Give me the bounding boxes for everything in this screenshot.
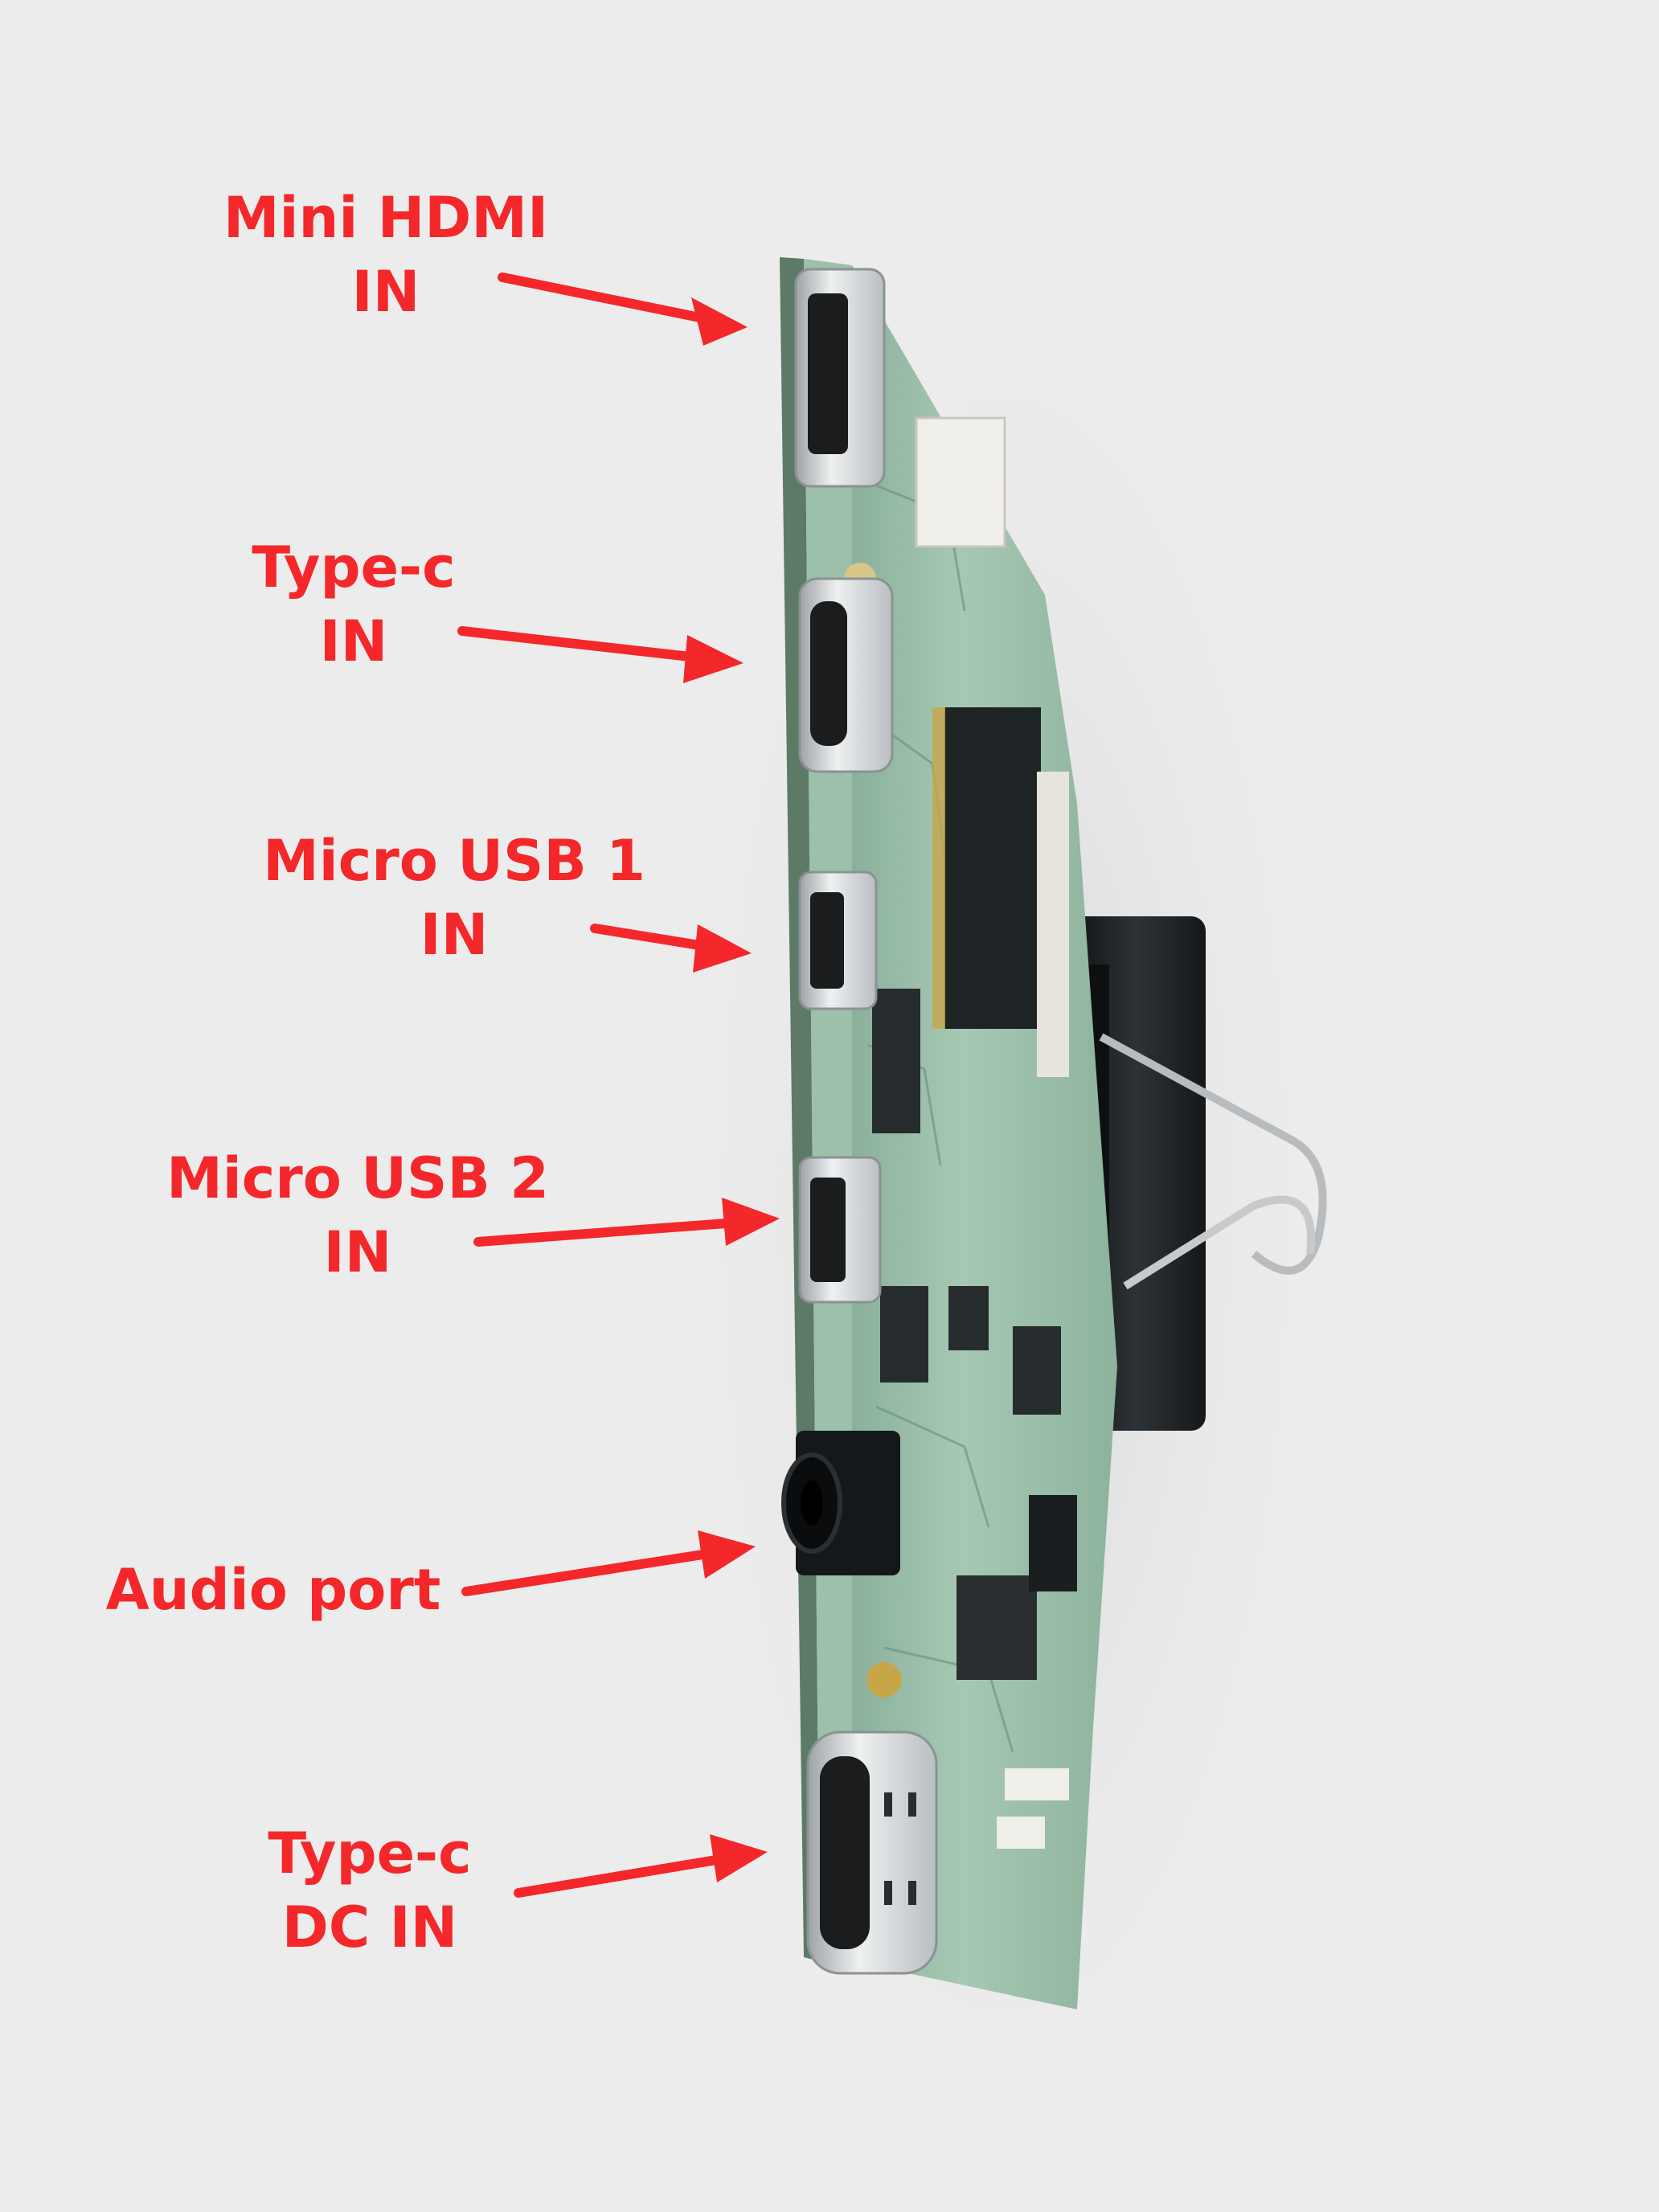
label-micro-usb-1-line2: IN bbox=[420, 902, 489, 968]
label-mini-hdmi-line2: IN bbox=[351, 259, 420, 325]
type-c-dc-in-port bbox=[806, 1731, 938, 1975]
label-micro-usb-1-in: Micro USB 1 IN bbox=[213, 824, 695, 972]
label-micro-usb-2-in: Micro USB 2 IN bbox=[117, 1141, 599, 1289]
label-type-c-dc-in: Type-c DC IN bbox=[201, 1817, 539, 1964]
label-audio-port: Audio port bbox=[64, 1553, 482, 1627]
label-micro-usb-2-line2: IN bbox=[323, 1219, 392, 1285]
label-micro-usb-2-line1: Micro USB 2 bbox=[166, 1145, 549, 1211]
micro-usb-1-port bbox=[798, 870, 878, 1010]
main-ic-chip bbox=[944, 707, 1041, 1029]
label-micro-usb-1-line1: Micro USB 1 bbox=[263, 828, 645, 894]
label-type-c-line1: Type-c bbox=[252, 535, 456, 600]
label-audio-port-line1: Audio port bbox=[105, 1557, 441, 1623]
arrow-micro-usb-2 bbox=[473, 1217, 752, 1247]
arrow-mini-hdmi bbox=[498, 272, 724, 326]
arrow-audio-port bbox=[461, 1546, 728, 1596]
audio-port-jack bbox=[781, 1431, 900, 1575]
label-mini-hdmi-line1: Mini HDMI bbox=[223, 185, 549, 251]
label-type-c-dc-line2: DC IN bbox=[281, 1895, 458, 1960]
micro-usb-2-port bbox=[798, 1156, 882, 1304]
label-type-c-dc-line1: Type-c bbox=[268, 1821, 472, 1886]
arrow-type-c-dc bbox=[514, 1852, 740, 1898]
arrow-type-c bbox=[457, 626, 716, 664]
arrows bbox=[457, 272, 780, 1898]
label-type-c-line2: IN bbox=[319, 608, 388, 674]
label-type-c-in: Type-c IN bbox=[161, 530, 547, 678]
label-mini-hdmi-in: Mini HDMI IN bbox=[177, 181, 595, 329]
mini-hdmi-port bbox=[794, 268, 886, 488]
type-c-in-port bbox=[798, 577, 894, 773]
